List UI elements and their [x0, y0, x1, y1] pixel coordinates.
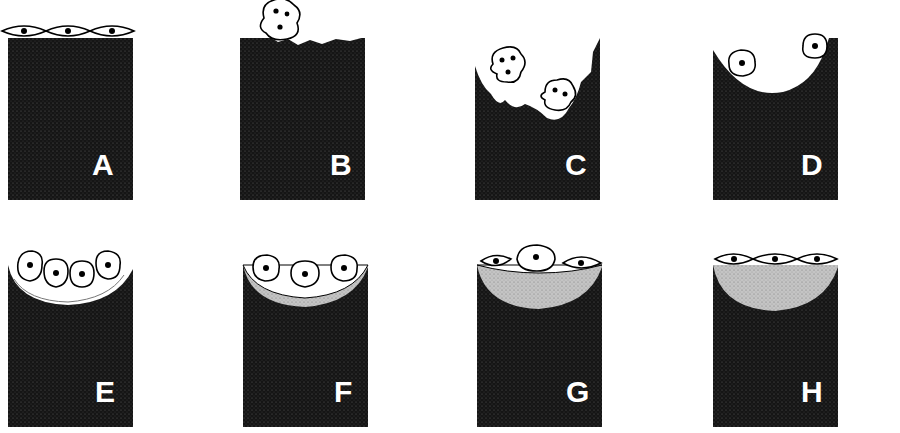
- bone-panel: [713, 34, 838, 200]
- panel-letter: F: [334, 377, 352, 407]
- bone-panel: [713, 254, 838, 427]
- panel-letter: E: [95, 377, 115, 407]
- bone-panel: [240, 0, 365, 200]
- bone-panel: [475, 38, 600, 200]
- panel-letter: C: [565, 150, 587, 180]
- panel-letter: B: [330, 150, 352, 180]
- panel-letter: A: [92, 150, 114, 180]
- bone-panel: [477, 245, 602, 427]
- bone-panel: [243, 255, 368, 427]
- panel-letter: D: [801, 150, 823, 180]
- bone-panel: [2, 26, 134, 200]
- panel-letter: G: [566, 377, 589, 407]
- bone-panel: [8, 251, 133, 427]
- panel-letter: H: [801, 377, 823, 407]
